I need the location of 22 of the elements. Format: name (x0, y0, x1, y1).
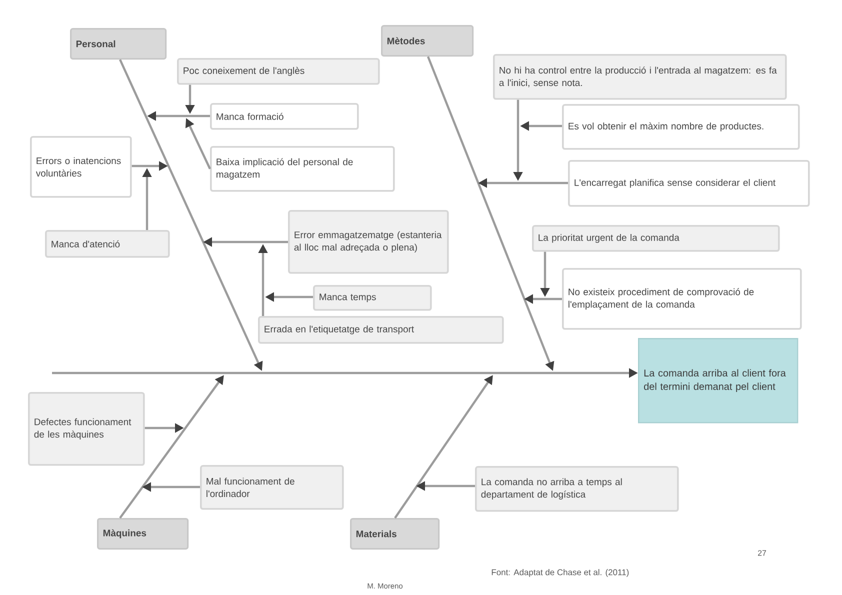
cause-box: Manca formació (210, 103, 359, 130)
cause-box: Baixa implicació del personal de magatzem (210, 146, 395, 192)
cause-box: La prioritat urgent de la comanda (532, 225, 780, 252)
cause-box: Error emmagatzematge (estanteria al lloc mal adreçada o plena) (288, 210, 449, 274)
cause-box: Manca temps (313, 285, 432, 311)
category-box: Mètodes (381, 25, 474, 57)
cause-box: Errada en l'etiquetatge de transport (258, 316, 504, 344)
cause-box: Defectes funcionament de les màquines (28, 392, 145, 466)
category-box: Materials (350, 518, 440, 550)
source-note: Font: Adaptat de Chase et al. (2011) (492, 569, 629, 577)
cause-box: Manca d'atenció (45, 230, 170, 258)
category-box: Màquines (97, 518, 189, 550)
cause-box: Es vol obtenir el màxim nombre de productes. (562, 104, 800, 150)
cause-box: Mal funcionament de l'ordinador (200, 465, 344, 510)
cause-box: L'encarregat planifica sense considerar el client (568, 160, 810, 207)
cause-box: Errors o inatencions voluntàries (30, 136, 132, 198)
cause-box: No hi ha control entre la producció i l'entrada al magatzem: es fa a l'inici, sense nota. (493, 54, 787, 100)
cause-box: No existeix procediment de comprovació de l'emplaçament de la comanda (562, 268, 802, 330)
category-box: Personal (70, 28, 167, 60)
effect-box: La comanda arriba al client fora del termini demanat pel client (638, 338, 798, 424)
cause-box: La comanda no arriba a temps al departament de logística (475, 466, 679, 512)
cause-box: Poc coneixement de l'anglès (177, 58, 380, 85)
